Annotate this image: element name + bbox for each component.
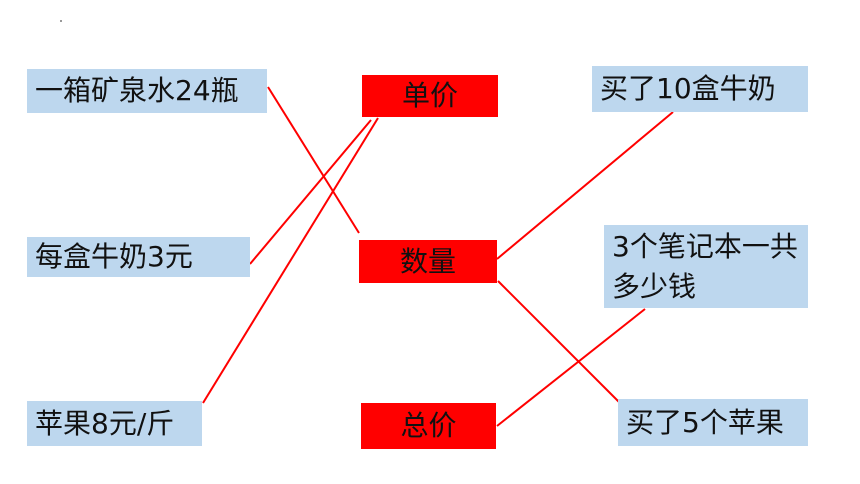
left-item-milk-price: 每盒牛奶3元 xyxy=(27,237,250,277)
right-item-bought-apples: 买了5个苹果 xyxy=(618,399,808,446)
left-item-apple-price: 苹果8元/斤 xyxy=(27,401,202,446)
decorative-dot xyxy=(60,20,62,22)
right-item-bought-milk: 买了10盒牛奶 xyxy=(592,66,808,112)
connector-l3-c1 xyxy=(202,117,379,404)
center-item-unit-price: 单价 xyxy=(362,75,498,117)
connector-c2-r3 xyxy=(497,280,623,406)
connector-l2-c1 xyxy=(249,119,372,265)
connector-c3-r2 xyxy=(496,308,646,427)
center-item-quantity: 数量 xyxy=(359,240,497,283)
connector-l1-c2 xyxy=(267,86,360,234)
connector-c2-r1 xyxy=(496,111,674,260)
center-item-total-price: 总价 xyxy=(361,403,496,449)
right-item-notebooks-total: 3个笔记本一共多少钱 xyxy=(604,225,808,308)
left-item-mineral-water: 一箱矿泉水24瓶 xyxy=(27,69,267,113)
